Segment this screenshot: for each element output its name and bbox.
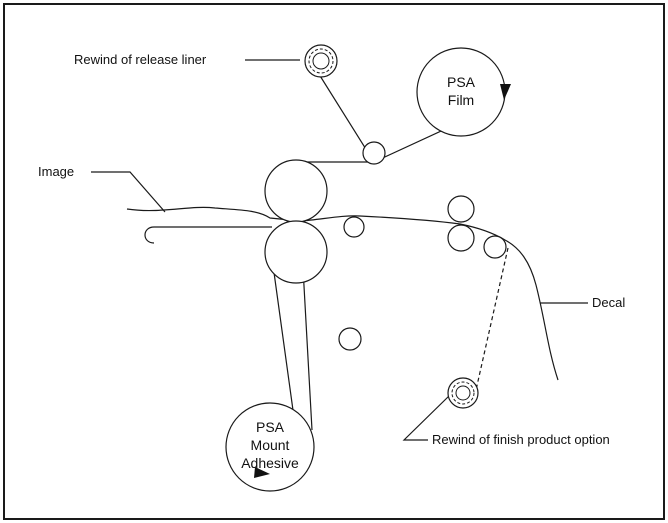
label-psa-film-1: PSA	[447, 74, 476, 90]
label-rewind-release-liner: Rewind of release liner	[74, 52, 207, 67]
finish-rewind-leader	[402, 394, 451, 441]
small-idler-roller	[362, 141, 386, 165]
mid-roller	[343, 216, 365, 238]
psa-mount-adhesive-roll	[225, 402, 315, 492]
label-psa-mount-2: Mount	[251, 437, 290, 453]
image-leader	[91, 171, 166, 213]
bottom-nip-roller	[264, 220, 328, 284]
main-web	[299, 215, 559, 381]
label-psa-film-2: Film	[448, 92, 474, 108]
lower-idler-roller	[338, 327, 362, 351]
feed-tray	[144, 226, 272, 244]
top-nip-roller	[264, 159, 328, 223]
psa-film-direction-arrow	[500, 84, 511, 100]
release-liner-spool	[304, 44, 338, 78]
label-psa-mount-1: PSA	[256, 419, 285, 435]
psa-film-roll	[416, 47, 511, 137]
label-psa-mount-3: Adhesive	[241, 455, 299, 471]
finish-product-spool	[447, 377, 479, 409]
psa-mount-direction-arrow	[254, 467, 270, 478]
pull-roller-bottom	[447, 224, 475, 252]
label-decal: Decal	[592, 295, 625, 310]
label-image: Image	[38, 164, 74, 179]
exit-roller	[483, 235, 507, 259]
image-web	[126, 206, 301, 222]
finish-product-dashed-path	[475, 247, 509, 391]
diagram-frame	[3, 3, 665, 520]
label-rewind-finish-product: Rewind of finish product option	[432, 432, 610, 447]
pull-roller-top	[447, 195, 475, 223]
